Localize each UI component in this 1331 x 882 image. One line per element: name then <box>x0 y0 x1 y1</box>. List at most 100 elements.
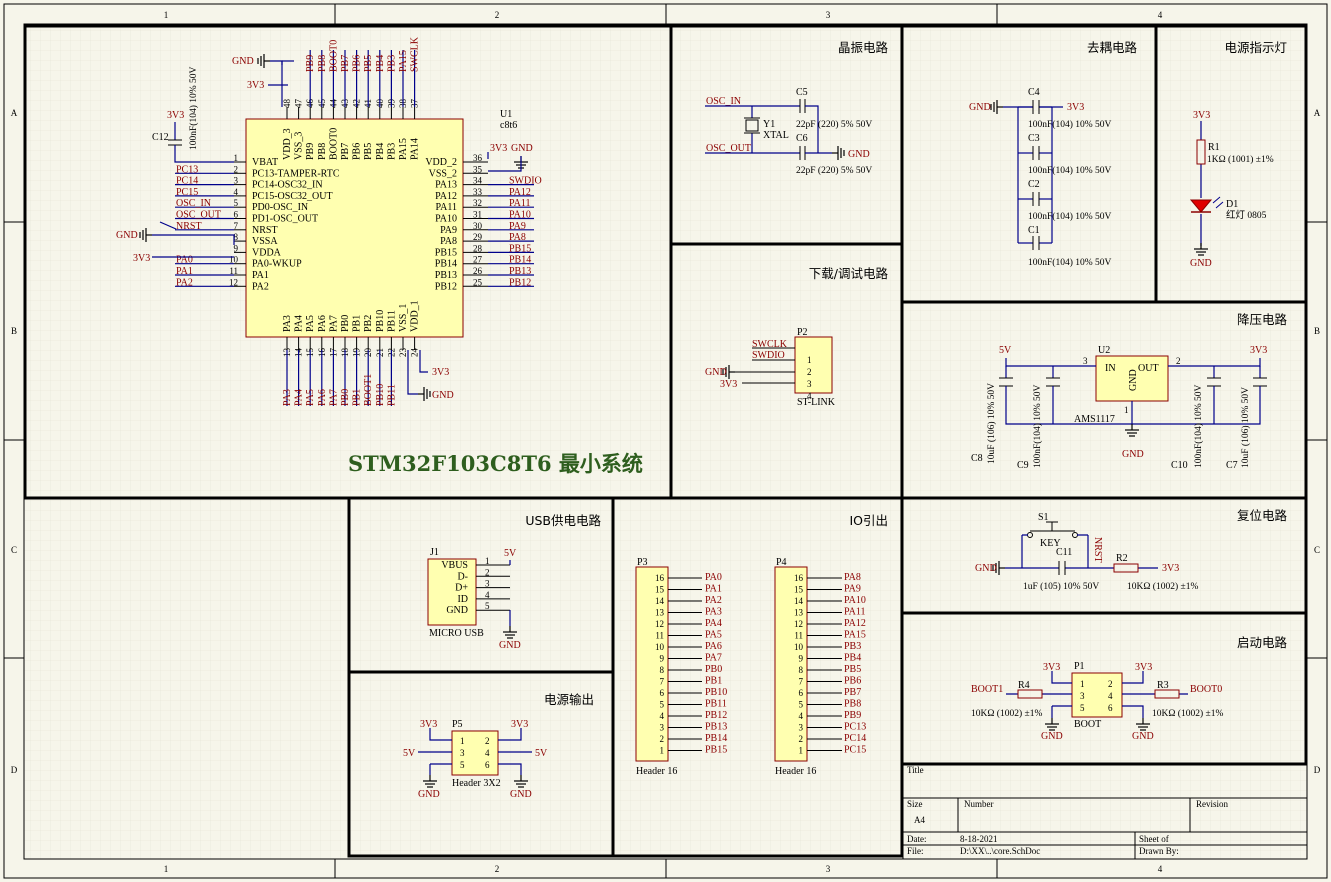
mcu-net-label: NRST <box>176 221 202 232</box>
mcu-net-label: PA3 <box>282 389 293 406</box>
p3-ref: P3 <box>637 557 648 568</box>
mcu-pin-name: PB7 <box>340 143 351 160</box>
debug-swdio-net: SWDIO <box>752 350 785 361</box>
col-label-3: 3 <box>826 10 831 20</box>
section-title-ldo: 降压电路 <box>1237 312 1288 327</box>
row-label-c: C <box>11 545 17 555</box>
mcu-pin-name: PA3 <box>282 315 293 332</box>
pwr-5v-right: 5V <box>535 748 548 759</box>
p4-pin-num: 1 <box>799 746 804 756</box>
p3-pin-num: 12 <box>655 619 664 629</box>
p4-net-label: PB8 <box>844 699 861 710</box>
mcu-pin-name: PA9 <box>440 225 457 236</box>
p4-net-label: PA15 <box>844 630 866 641</box>
ldo-pin-out: 2 <box>1176 356 1181 366</box>
led-gnd-label: GND <box>1190 258 1212 269</box>
p3-pin-num: 7 <box>660 677 665 687</box>
usb-gnd-label: GND <box>499 640 521 651</box>
section-title-reset: 复位电路 <box>1237 508 1288 523</box>
mcu-pin-name: PA0-WKUP <box>252 259 302 270</box>
mcu-net-label: PC13 <box>176 164 198 175</box>
tb-title-label: Title <box>907 765 924 775</box>
debug-pin-4: 4 <box>807 391 812 401</box>
r2-ref: R2 <box>1116 553 1128 564</box>
boot-pin-5: 5 <box>1080 703 1085 713</box>
boot-pin-4: 4 <box>1108 691 1113 701</box>
mcu-vss2-gnd-label: GND <box>511 143 533 154</box>
p3-net-label: PA6 <box>705 641 722 652</box>
p4-net-label: PB7 <box>844 687 861 698</box>
section-title-decoupling: 去耦电路 <box>1087 40 1138 55</box>
c5-ref: C5 <box>796 87 808 98</box>
debug-circuit: P2 ST-LINK 1 2 3 4 SWCLK SWDIO GND 3V3 <box>705 327 836 408</box>
col-label-3-bottom: 3 <box>826 864 831 874</box>
p4-pin-num: 3 <box>799 723 804 733</box>
p4-pin-num: 11 <box>794 631 803 641</box>
r1-ref: R1 <box>1208 142 1220 153</box>
mcu-pin-name: PA13 <box>435 180 457 191</box>
tb-file-value: D:\XX\..\core.SchDoc <box>960 846 1040 856</box>
usb-pin-num: 5 <box>485 601 490 611</box>
mcu-vdd1-3v3-label: 3V3 <box>432 367 449 378</box>
mcu-top-3v3-label: 3V3 <box>247 80 264 91</box>
p4-net-label: PA10 <box>844 595 866 606</box>
tb-size-value: A4 <box>914 815 925 825</box>
p3-pin-num: 14 <box>655 596 665 606</box>
p4-body <box>774 566 808 762</box>
mcu-pin-name: PB10 <box>375 310 386 332</box>
mcu-pin-num: 4 <box>234 187 239 197</box>
mcu-pin-name: PB9 <box>305 143 316 160</box>
col-label-2-bottom: 2 <box>495 864 500 874</box>
c8-ref: C8 <box>971 453 983 464</box>
boot-ref: P1 <box>1074 661 1085 672</box>
mcu-net-label: PB9 <box>305 55 316 72</box>
p3-pin-num: 8 <box>660 665 665 675</box>
mcu-net-label: PB0 <box>340 389 351 406</box>
y1-value: XTAL <box>763 130 789 141</box>
pwr-pin-5: 5 <box>460 760 465 770</box>
mcu-pin-num: 12 <box>229 277 238 287</box>
pwr-5v-left: 5V <box>403 748 416 759</box>
mcu-pin-num: 47 <box>294 99 304 109</box>
p4-pin-num: 12 <box>794 619 803 629</box>
pwr-pin-6: 6 <box>485 760 490 770</box>
mcu-net-label: OSC_OUT <box>176 210 221 221</box>
c3-value: 100nF(104) 10% 50V <box>1028 165 1112 176</box>
mcu-pin-name: PA11 <box>436 202 458 213</box>
c12-3v3-label: 3V3 <box>167 110 184 121</box>
c9-ref: C9 <box>1017 460 1029 471</box>
r3-value: 10KΩ (1002) ±1% <box>1152 708 1223 719</box>
c1-ref: C1 <box>1028 225 1040 236</box>
mcu-pin-name: PA7 <box>328 315 339 332</box>
c7-value: 10uF (106) 10% 50V <box>1240 387 1251 468</box>
p3-net-label: PA7 <box>705 653 722 664</box>
ldo-3v3-label: 3V3 <box>1250 345 1267 356</box>
p4-net-label: PA12 <box>844 618 866 629</box>
c12-value: 100nF(104) 10% 50V <box>188 66 199 150</box>
power-led-circuit: 3V3 R1 1KΩ (1001) ±1% D1 红灯 0805 GND <box>1189 110 1274 269</box>
ldo-pin-in: 3 <box>1083 356 1088 366</box>
col-label-4: 4 <box>1158 10 1163 20</box>
p3-net-label: PB10 <box>705 687 727 698</box>
mcu-net-label: OSC_IN <box>176 198 211 209</box>
debug-swclk-net: SWCLK <box>752 339 788 350</box>
mcu-top-gnd-label: GND <box>232 56 254 67</box>
mcu-part: c8t6 <box>500 120 517 131</box>
ldo-gnd-pin-label: GND <box>1128 369 1139 391</box>
mcu-net-label: PB15 <box>509 243 531 254</box>
mcu-pin-num: 9 <box>234 243 239 253</box>
p3-pin-num: 15 <box>655 585 665 595</box>
r2-value: 10KΩ (1002) ±1% <box>1127 581 1198 592</box>
mcu-pin-num: 5 <box>234 198 239 208</box>
mcu-net-label: BOOT1 <box>363 374 374 406</box>
mcu-body <box>245 118 464 338</box>
p4-pin-num: 10 <box>794 642 804 652</box>
p3-pin-num: 11 <box>655 631 664 641</box>
mcu-vssa-gnd-label: GND <box>116 230 138 241</box>
mcu-pin-name: PA15 <box>398 138 409 160</box>
tb-size-label: Size <box>907 799 923 809</box>
reset-gnd-label: GND <box>975 563 997 574</box>
boot1-net: BOOT1 <box>971 684 1003 695</box>
